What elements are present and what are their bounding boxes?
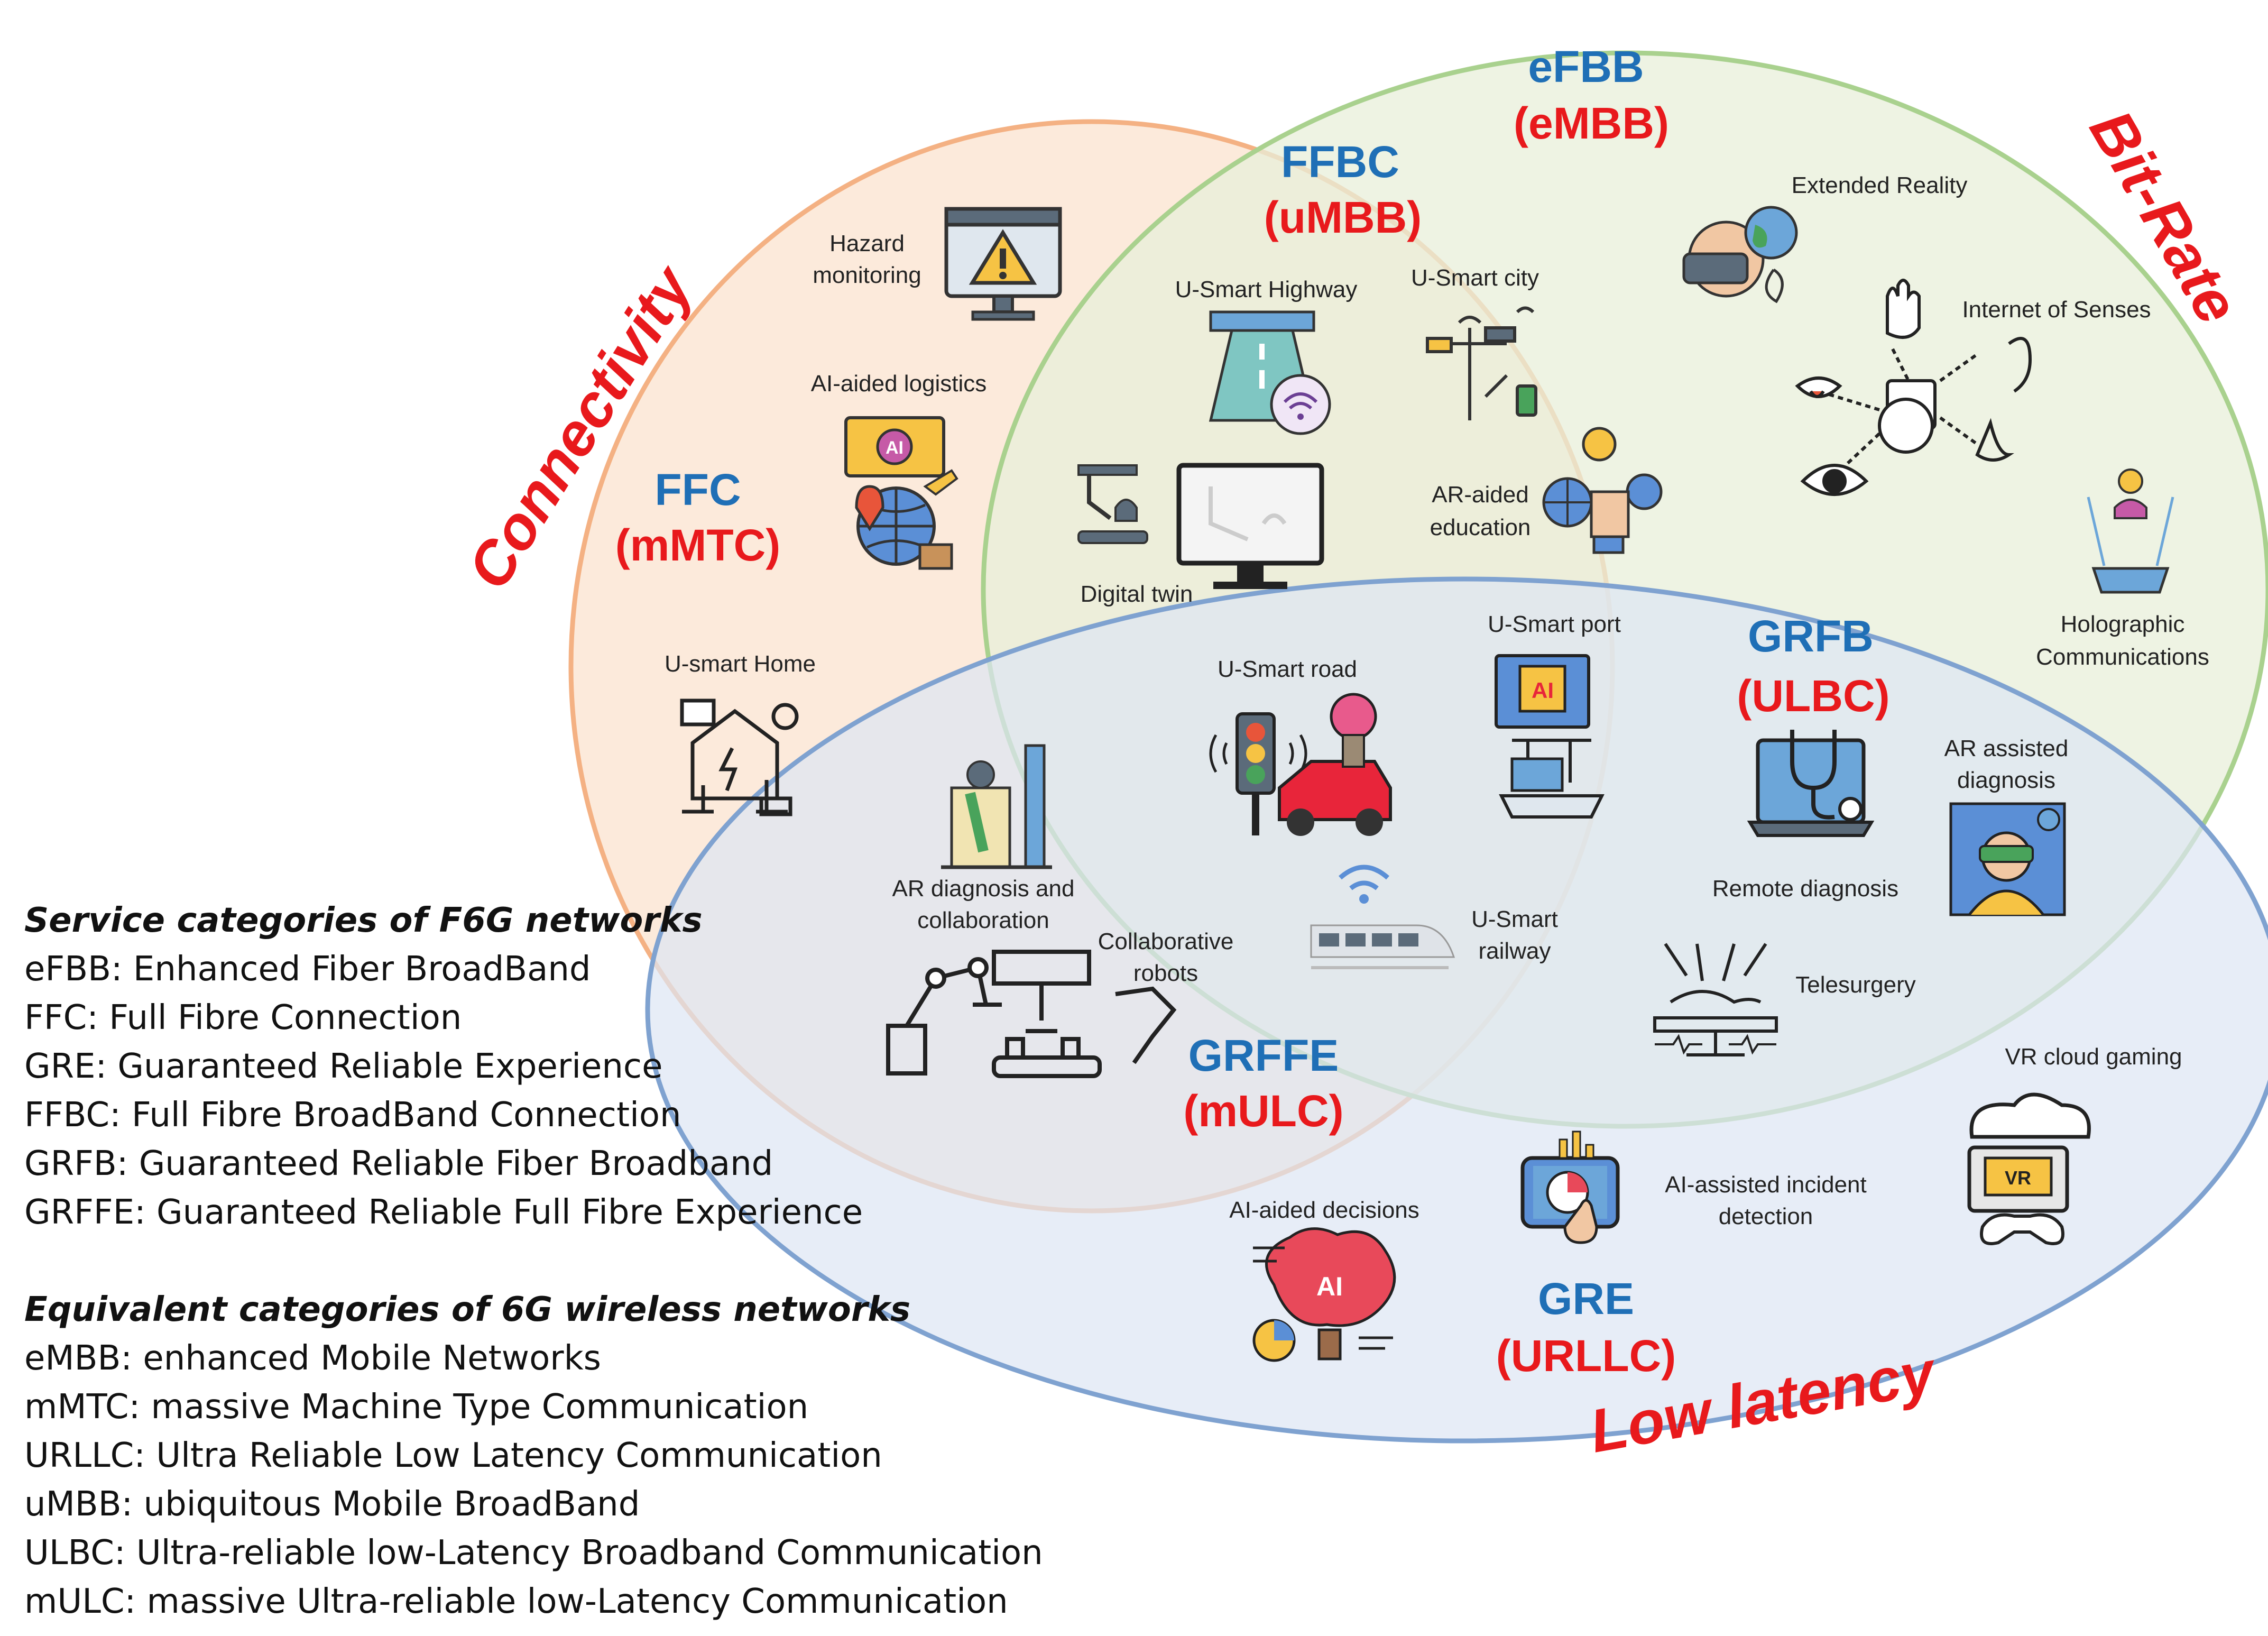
ar-assisted-label-2: diagnosis [1957, 767, 2055, 793]
ar-diagnosis-icon [941, 744, 1052, 869]
smart-road-label: U-Smart road [1218, 656, 1357, 682]
ar-education-label-2: education [1430, 514, 1531, 540]
ffc-label: FFC [654, 465, 741, 514]
legend-item: uMBB: ubiquitous Mobile BroadBand [24, 1485, 640, 1524]
ar-diagnosis-label-2: collaboration [917, 907, 1049, 933]
ai-incident-label-1: AI-assisted incident [1665, 1172, 1867, 1198]
legend-item: URLLC: Ultra Reliable Low Latency Commun… [24, 1436, 882, 1475]
smart-highway-label: U-Smart Highway [1175, 277, 1358, 302]
telesurgery-icon [1653, 943, 1778, 1056]
ulbc-label: (ULBC) [1737, 671, 1889, 721]
legend-item: FFBC: Full Fibre BroadBand Connection [24, 1096, 681, 1135]
ai-logistics-icon: AI [844, 416, 958, 570]
ai-incident-label-2: detection [1719, 1203, 1813, 1229]
smart-city-label: U-Smart city [1411, 265, 1539, 291]
legend-item: FFC: Full Fibre Connection [24, 998, 462, 1037]
holo-label-2: Communications [2036, 644, 2209, 670]
legend-item: GRFB: Guaranteed Reliable Fiber Broadban… [24, 1144, 773, 1183]
vr-gaming-icon: VR [1967, 1092, 2091, 1245]
ar-diagnosis-label-1: AR diagnosis and [892, 876, 1075, 902]
holo-label-1: Holographic [2061, 611, 2185, 637]
legend-item: ULBC: Ultra-reliable low-Latency Broadba… [24, 1533, 1043, 1573]
legend-item: eFBB: Enhanced Fiber BroadBand [24, 950, 591, 989]
digital-twin-icon [1077, 463, 1324, 589]
senses-label: Internet of Senses [1962, 297, 2151, 323]
legend-item: GRE: Guaranteed Reliable Experience [24, 1047, 663, 1086]
ai-logistics-badge: AI [886, 438, 903, 458]
legend: Service categories of F6G networks eFBB:… [24, 896, 1043, 1626]
mmtc-label: (mMTC) [615, 520, 781, 570]
legend-item: GRFFE: Guaranteed Reliable Full Fibre Ex… [24, 1193, 863, 1232]
vr-gaming-label: VR cloud gaming [2005, 1044, 2182, 1070]
legend-item: eMBB: enhanced Mobile Networks [24, 1339, 601, 1378]
hazard-monitor-icon [944, 207, 1062, 321]
mulc-label: (mULC) [1183, 1086, 1343, 1136]
digital-twin-label: Digital twin [1081, 581, 1193, 607]
ai-incident-icon [1520, 1131, 1620, 1244]
legend-item: mULC: massive Ultra-reliable low-Latency… [24, 1582, 1008, 1621]
ai-decisions-badge: AI [1316, 1272, 1343, 1301]
railway-label-2: railway [1479, 938, 1551, 964]
smart-home-label: U-smart Home [665, 651, 816, 677]
legend-spacer [24, 1237, 1043, 1285]
xr-label: Extended Reality [1792, 172, 1968, 198]
ai-logistics-label: AI-aided logistics [811, 371, 987, 397]
xr-headset-icon [1682, 206, 1798, 304]
grfb-label: GRFB [1748, 611, 1874, 661]
umbb-label: (uMBB) [1264, 192, 1422, 242]
smart-port-ai-badge: AI [1532, 678, 1554, 703]
telesurgery-label: Telesurgery [1795, 972, 1915, 998]
smart-home-icon [680, 698, 799, 816]
smart-road-icon [1209, 693, 1392, 836]
grffe-label: GRFFE [1188, 1031, 1339, 1080]
smart-city-icon [1426, 306, 1537, 420]
legend-item: mMTC: massive Machine Type Communication [24, 1387, 809, 1427]
hazard-label-2: monitoring [813, 262, 921, 288]
equivalent-categories-header: Equivalent categories of 6G wireless net… [24, 1290, 911, 1329]
ar-education-icon [1542, 427, 1663, 554]
ai-decisions-icon: AI [1252, 1227, 1396, 1362]
ai-decisions-label: AI-aided decisions [1229, 1197, 1419, 1223]
gre-label: GRE [1538, 1274, 1634, 1323]
smart-railway-icon [1310, 865, 1455, 969]
collaborative-robots-icon [886, 950, 1177, 1078]
smart-port-label: U-Smart port [1488, 611, 1621, 637]
vr-badge: VR [2005, 1167, 2031, 1189]
railway-label-1: U-Smart [1471, 906, 1558, 932]
holographic-icon [2087, 468, 2174, 594]
remote-diagnosis-label: Remote diagnosis [1712, 876, 1898, 902]
smart-port-icon: AI [1495, 654, 1605, 819]
efbb-label: eFBB [1528, 42, 1644, 91]
cobots-label-1: Collaborative [1098, 929, 1234, 954]
cobots-label-2: robots [1133, 960, 1198, 986]
embb-label: (eMBB) [1514, 98, 1669, 148]
ar-assisted-diagnosis-icon [1949, 802, 2066, 916]
service-categories-header: Service categories of F6G networks [24, 901, 703, 940]
ffbc-label: FFBC [1281, 137, 1399, 187]
hazard-label-1: Hazard [829, 231, 905, 256]
urllc-label: (URLLC) [1496, 1331, 1676, 1381]
ar-assisted-label-1: AR assisted [1944, 736, 2069, 761]
smart-highway-icon [1209, 310, 1331, 435]
remote-diagnosis-icon [1747, 730, 1875, 837]
internet-of-senses-icon [1795, 279, 2032, 496]
ar-education-label-1: AR-aided [1432, 482, 1528, 508]
